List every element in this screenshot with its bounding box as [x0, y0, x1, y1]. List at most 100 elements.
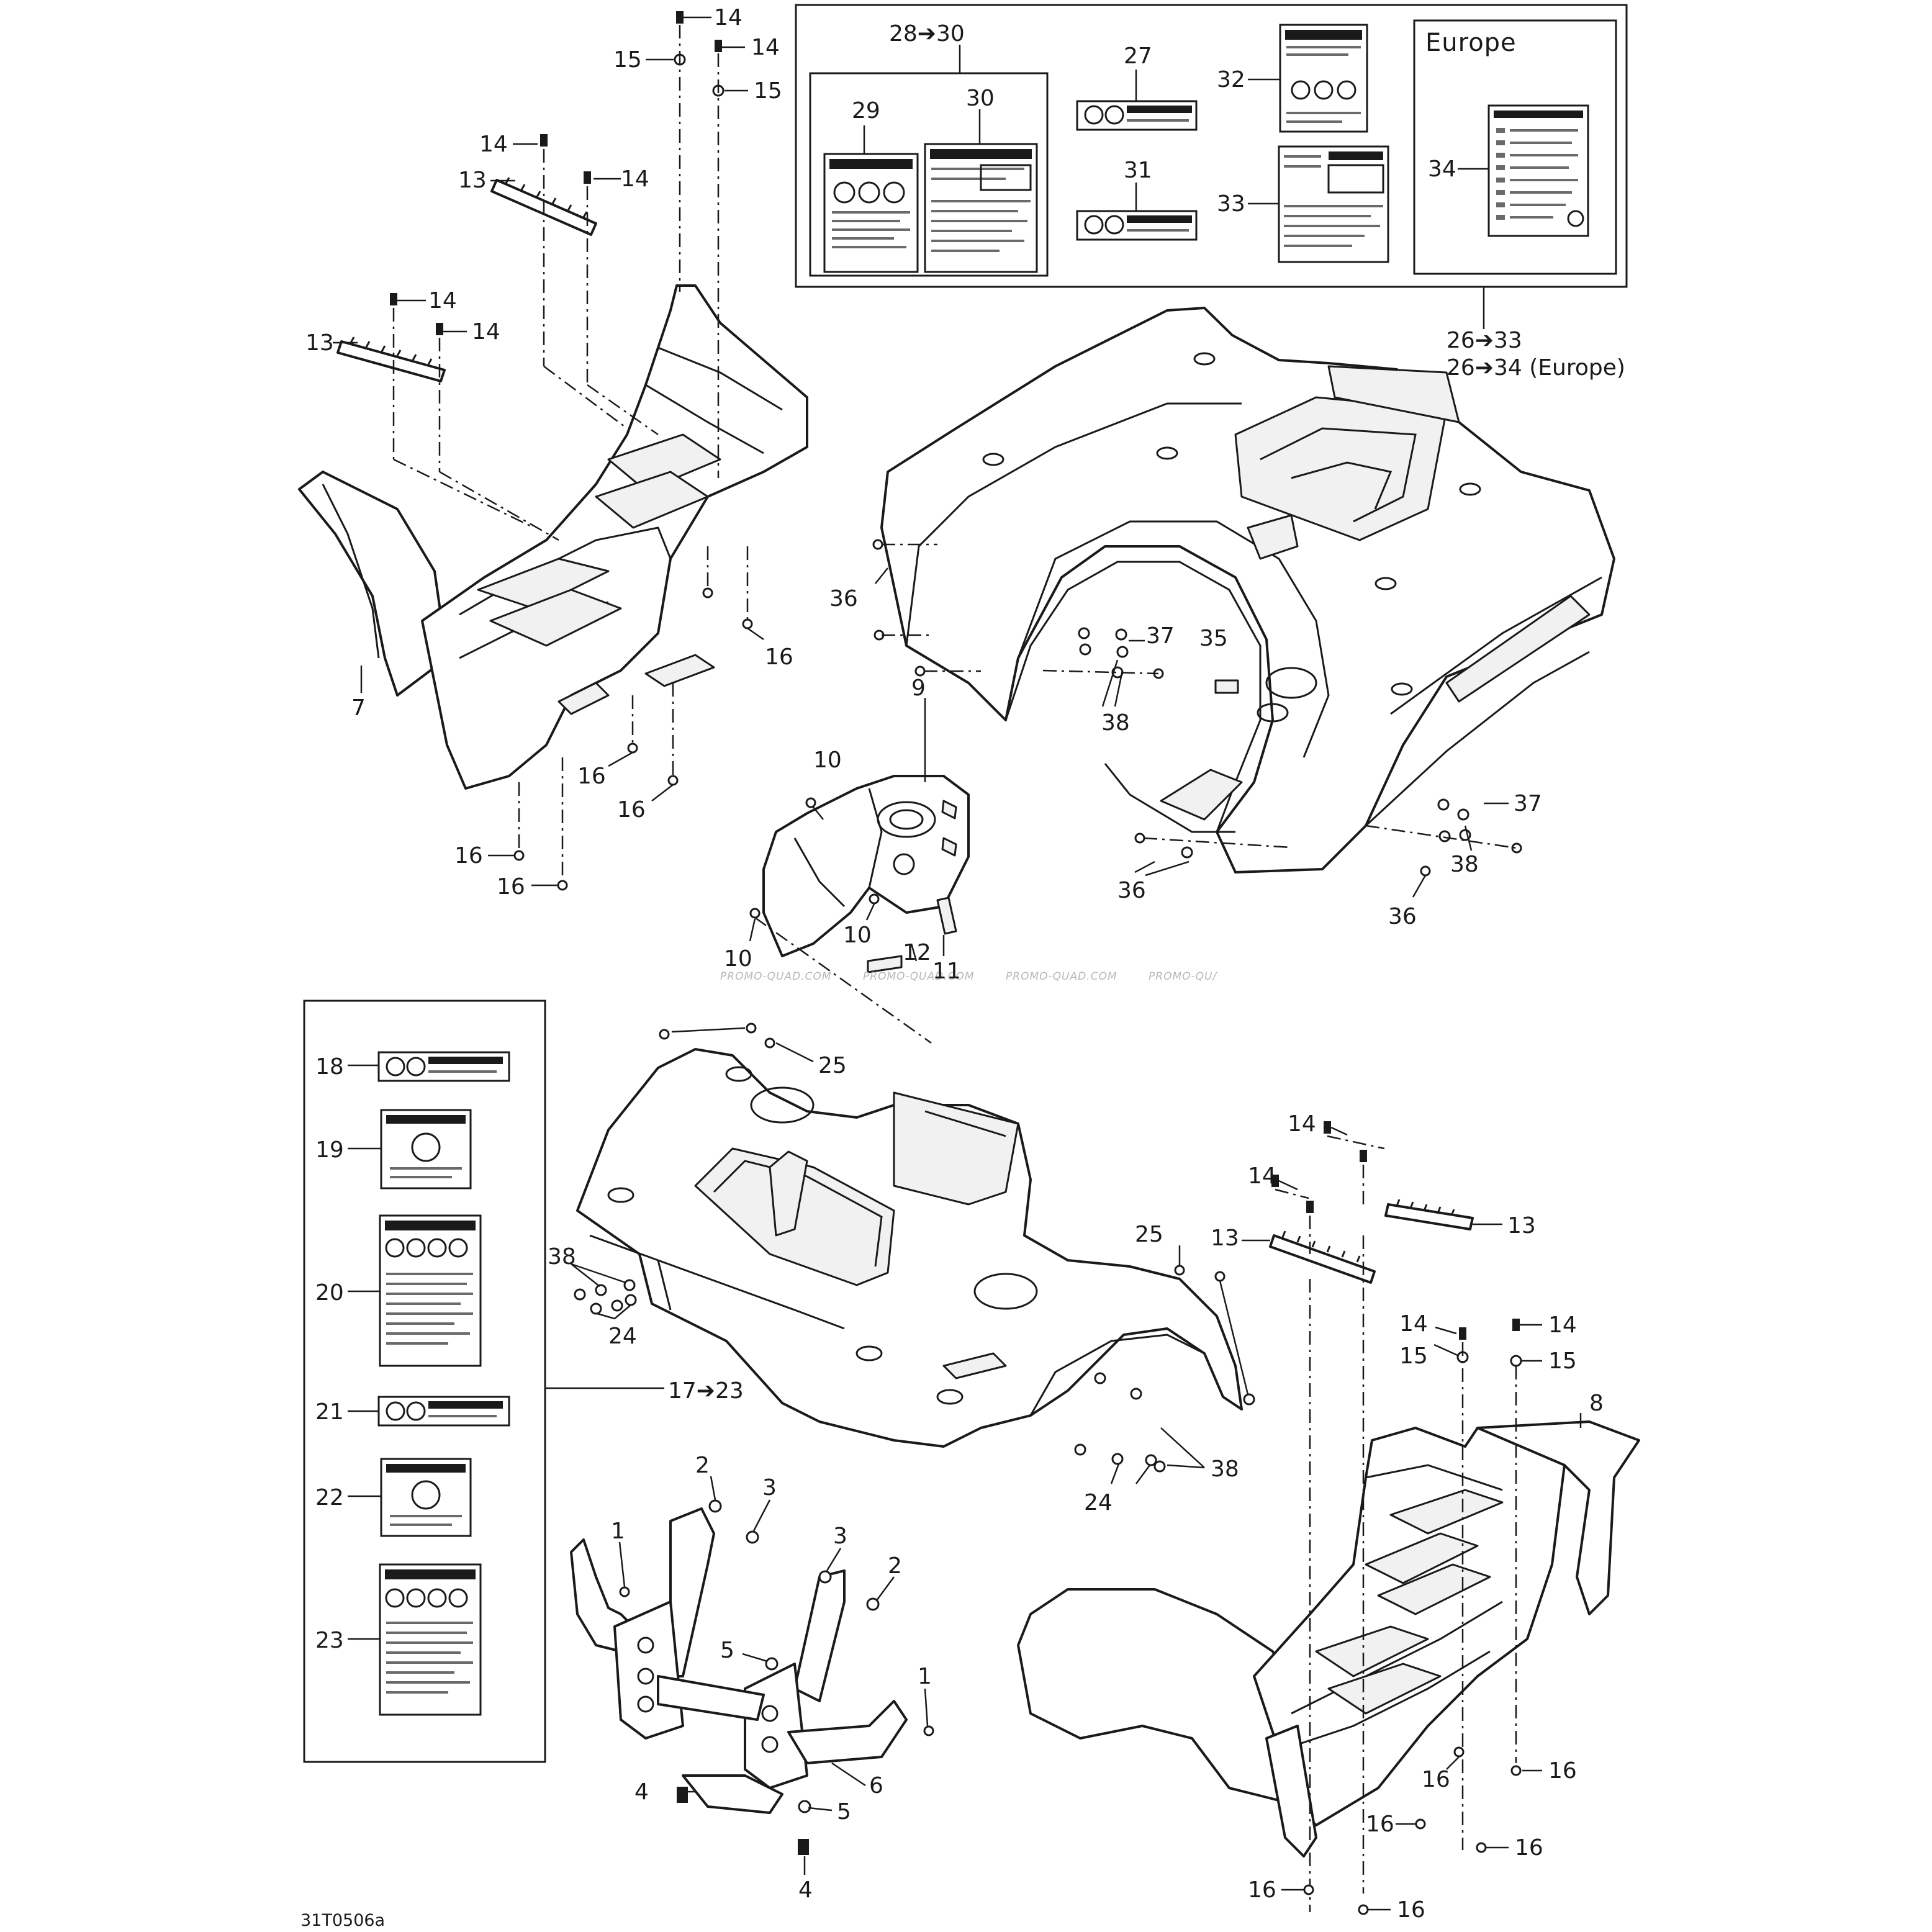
callout-16: 16: [1397, 1897, 1425, 1923]
callout-14: 14: [428, 288, 457, 314]
callout-10: 10: [724, 946, 752, 972]
callout-27: 27: [1124, 43, 1152, 69]
callout-17-23: 17➔23: [668, 1378, 744, 1404]
callout-2: 2: [695, 1453, 710, 1478]
center-panel-9: [749, 698, 970, 1044]
watermark-1: PROMO-QUAD.COM: [720, 970, 832, 983]
callout-36: 36: [1388, 904, 1417, 929]
callout-16: 16: [1548, 1758, 1577, 1784]
drawing-reference: 31T0506a: [300, 1911, 385, 1930]
callout-labels: 14 15 14 15 14 13 14 14 13 14 28➔30 29 3…: [300, 5, 1625, 1930]
callout-16: 16: [1422, 1767, 1450, 1792]
watermark-4: PROMO-QU/: [1149, 970, 1217, 983]
callout-19: 19: [315, 1137, 344, 1163]
rear-fender: [872, 307, 1615, 898]
front-fender: [571, 1022, 1255, 1484]
callout-13: 13: [305, 330, 334, 356]
callout-10: 10: [843, 923, 872, 948]
callout-14: 14: [1248, 1163, 1276, 1189]
callout-16: 16: [1366, 1812, 1394, 1837]
footrest-13-lower-left: [336, 336, 446, 382]
callout-21: 21: [315, 1399, 344, 1425]
callout-37: 37: [1146, 623, 1175, 649]
callout-12: 12: [903, 940, 931, 965]
part-35: [1214, 679, 1239, 694]
callout-30: 30: [966, 86, 995, 111]
callout-14: 14: [714, 5, 743, 30]
callout-38: 38: [1101, 710, 1130, 736]
callout-20: 20: [315, 1280, 344, 1306]
callout-14: 14: [751, 35, 780, 60]
callout-11: 11: [932, 959, 961, 984]
callout-13: 13: [1507, 1213, 1536, 1239]
callout-33: 33: [1217, 191, 1245, 217]
callout-5: 5: [720, 1638, 734, 1663]
callout-32: 32: [1217, 67, 1245, 93]
callout-15: 15: [754, 78, 782, 104]
region-label-europe: Europe: [1425, 29, 1517, 57]
callout-8: 8: [1589, 1391, 1604, 1416]
callout-3: 3: [833, 1523, 847, 1549]
decal-32: [1279, 24, 1368, 133]
callout-28-30: 28➔30: [889, 21, 965, 47]
left-footwell: [298, 284, 808, 790]
footrest-13-upper-right: [1384, 1199, 1474, 1230]
callout-26-33: 26➔33: [1447, 328, 1522, 353]
callout-5: 5: [837, 1799, 851, 1825]
decal-kit-box-rear: [795, 4, 1628, 329]
callout-7: 7: [351, 695, 366, 721]
watermark-3: PROMO-QUAD.COM: [1006, 970, 1117, 983]
callout-4: 4: [634, 1779, 649, 1805]
callout-14: 14: [1399, 1311, 1428, 1337]
clip-11: [936, 896, 957, 935]
callout-25: 25: [1135, 1222, 1163, 1247]
callout-36: 36: [1117, 878, 1146, 903]
callout-14: 14: [479, 132, 508, 157]
callout-14: 14: [1288, 1111, 1316, 1137]
callout-6: 6: [869, 1773, 883, 1799]
fasteners-left: [333, 11, 764, 891]
front-bumper-6: [570, 1476, 934, 1875]
callout-36: 36: [829, 586, 858, 612]
mudguard-7: [298, 471, 448, 697]
callout-38: 38: [1450, 852, 1479, 877]
callout-15: 15: [1399, 1343, 1428, 1369]
watermark-2: PROMO-QUAD.COM: [863, 970, 975, 983]
callout-16: 16: [1515, 1835, 1543, 1861]
decal-30: [924, 143, 1038, 273]
callout-13: 13: [1211, 1226, 1239, 1251]
callout-9: 9: [911, 675, 926, 701]
right-footwell: [1017, 1420, 1640, 1858]
callout-29: 29: [852, 98, 880, 124]
callout-24: 24: [608, 1324, 637, 1349]
callout-34: 34: [1428, 156, 1456, 182]
callout-35: 35: [1199, 626, 1228, 651]
clip-12: [867, 955, 903, 973]
callout-23: 23: [315, 1628, 344, 1653]
callout-16: 16: [497, 874, 525, 900]
callout-16: 16: [617, 797, 646, 823]
fasteners-right: [1242, 1121, 1582, 1915]
callout-15: 15: [1548, 1348, 1577, 1374]
callout-26-34-europe: 26➔34 (Europe): [1447, 355, 1625, 381]
callout-31: 31: [1124, 158, 1152, 183]
callout-16: 16: [577, 764, 606, 789]
callout-3: 3: [762, 1475, 777, 1501]
callout-14: 14: [621, 166, 649, 192]
callout-2: 2: [888, 1553, 902, 1579]
callout-18: 18: [315, 1054, 344, 1080]
callout-1: 1: [611, 1519, 625, 1544]
callout-24: 24: [1084, 1490, 1113, 1515]
callout-16: 16: [765, 644, 793, 670]
callout-1: 1: [918, 1664, 932, 1689]
callout-16: 16: [454, 843, 483, 869]
mudguard-8: [1476, 1420, 1640, 1615]
callout-16: 16: [1248, 1877, 1276, 1903]
callout-14: 14: [1548, 1312, 1577, 1338]
callout-13: 13: [458, 168, 487, 193]
callout-37: 37: [1514, 791, 1542, 816]
footrest-13-lower-right: [1269, 1230, 1376, 1284]
callout-22: 22: [315, 1485, 344, 1510]
